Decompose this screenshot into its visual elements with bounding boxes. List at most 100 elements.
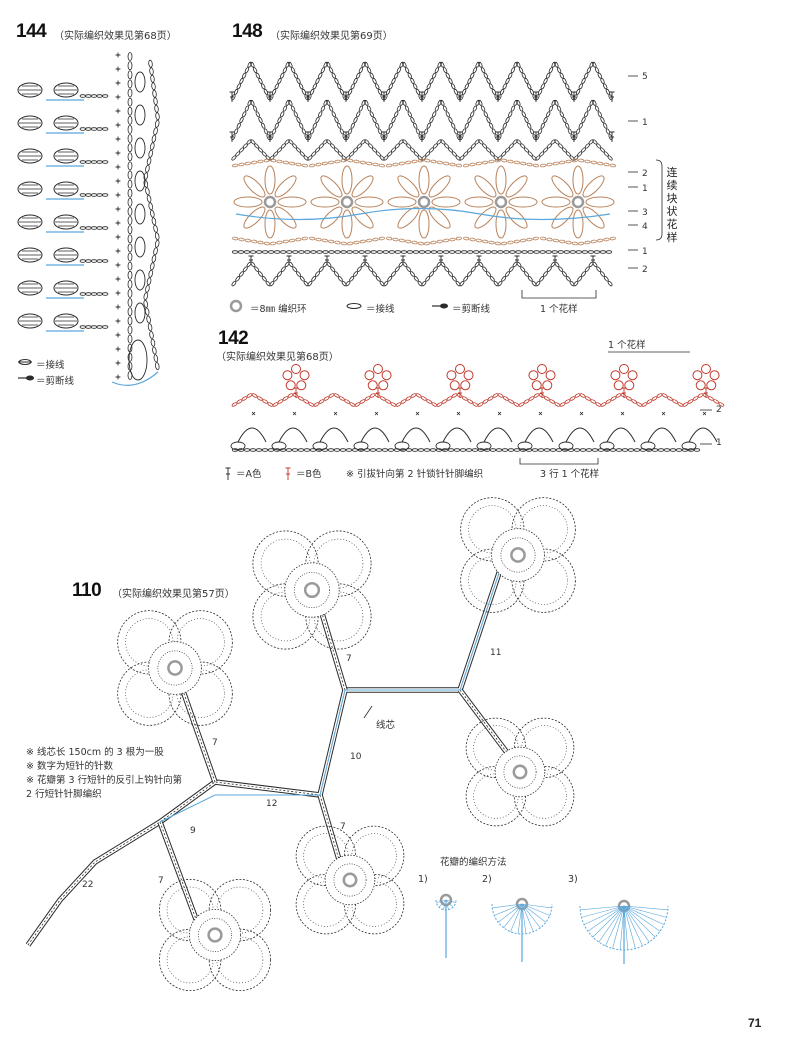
leaf-motif [17, 148, 43, 164]
flower-motif [460, 497, 576, 613]
flower-petal [692, 370, 703, 381]
flower-petal [572, 209, 584, 239]
arch [688, 427, 718, 443]
petal-step [435, 893, 457, 958]
p148-row-label: 5 [642, 72, 648, 82]
p110-core-label: 线芯 [376, 720, 396, 731]
flower-petal [460, 380, 471, 391]
join-thread-icon [346, 303, 362, 309]
flower-petal [320, 175, 343, 198]
flower-petal [343, 873, 405, 935]
flower-petal [351, 206, 374, 229]
flower-petal [343, 825, 405, 887]
p110-count: 7 [340, 822, 346, 832]
ring-icon [207, 927, 223, 943]
arch [278, 427, 308, 443]
arch [401, 427, 431, 443]
ring-icon [510, 547, 526, 563]
flower-petal [537, 364, 547, 374]
arch [360, 427, 390, 443]
flower-petal [168, 610, 233, 675]
leaf-motif [17, 115, 43, 131]
flower-petal [613, 380, 624, 391]
flower-petal [264, 209, 276, 239]
flower-petal [706, 380, 717, 391]
flower-petal [310, 196, 340, 208]
p142-row-label: 2 [716, 405, 722, 415]
leaf-motif [17, 82, 43, 98]
p148-legend-cut: ＝剪断线 [452, 304, 491, 315]
p110-notes: ※ 线芯长 150cm 的 3 根为一股 ※ 数字为短针的针数 ※ 花瓣第 3 … [26, 747, 183, 800]
flower-motif [465, 717, 575, 827]
leaf-motif [17, 280, 43, 296]
pattern-142-chart [225, 351, 725, 480]
flower-petal [274, 175, 297, 198]
flower-petal [701, 364, 711, 374]
ring-icon [417, 195, 431, 209]
flower-petal [545, 370, 556, 381]
arch [565, 427, 595, 443]
pattern-148-ref: （实际编织效果见第69页） [270, 31, 393, 42]
p110-count: 12 [266, 799, 278, 809]
flower-petal [709, 370, 720, 381]
pattern-110-ref: （实际编织效果见第57页） [112, 589, 235, 600]
flower-petal [354, 196, 384, 208]
leaf-motif [53, 181, 79, 197]
flower-petal [397, 206, 420, 229]
p148-row-label: 3 [642, 208, 648, 218]
ring-icon [229, 299, 243, 313]
leaf-motif [53, 148, 79, 164]
flower-petal [464, 196, 494, 208]
flower-petal [505, 175, 528, 198]
flower-petal [508, 196, 538, 208]
flower-petal [320, 206, 343, 229]
flower-petal [474, 206, 497, 229]
p110-count: 9 [190, 826, 196, 836]
flower-petal [296, 380, 307, 391]
flower-petal [511, 497, 576, 562]
flower-petal [243, 206, 266, 229]
leaf-motif [53, 82, 79, 98]
flower-petal [582, 206, 605, 229]
flower-petal [277, 196, 307, 208]
ring-icon [303, 581, 321, 599]
flower-petal [264, 165, 276, 195]
arch [442, 427, 472, 443]
flower-petal [531, 380, 542, 391]
flower-petal [446, 370, 457, 381]
p148-row-label: 1 [642, 118, 648, 128]
leaf-motif [17, 181, 43, 197]
p148-row-label: 4 [642, 222, 648, 232]
flower-petal [505, 206, 528, 229]
flower-motif [295, 825, 405, 935]
leaf-motif [53, 115, 79, 131]
arch [524, 427, 554, 443]
leaf-motif [53, 214, 79, 230]
flower-petal [551, 206, 574, 229]
p148-row-label: 2 [642, 169, 648, 179]
flower-petal [542, 380, 553, 391]
p148-side-label: 连 续 块 状 花 样 [666, 166, 678, 244]
pattern-148-chart [229, 61, 663, 313]
leaf-motif [17, 214, 43, 230]
arch [606, 427, 636, 443]
flower-petal [431, 196, 461, 208]
petal-step [579, 899, 669, 964]
leaf-motif [53, 247, 79, 263]
core-thread [159, 554, 506, 823]
flower-petal [418, 209, 430, 239]
p142-repeat-top: 1 个花样 [608, 340, 646, 351]
p110-count: 11 [490, 648, 502, 658]
flower-petal [695, 380, 706, 391]
flower-petal [381, 370, 392, 381]
flower-petal [428, 206, 451, 229]
arch [647, 427, 677, 443]
flower-petal [582, 175, 605, 198]
p110-count: 7 [346, 654, 352, 664]
p110-count: 10 [350, 752, 362, 762]
p142-legend-b: ＝B色 [296, 469, 322, 480]
flower-petal [364, 370, 375, 381]
flower-petal [341, 165, 353, 195]
p142-row-label: 1 [716, 438, 722, 448]
